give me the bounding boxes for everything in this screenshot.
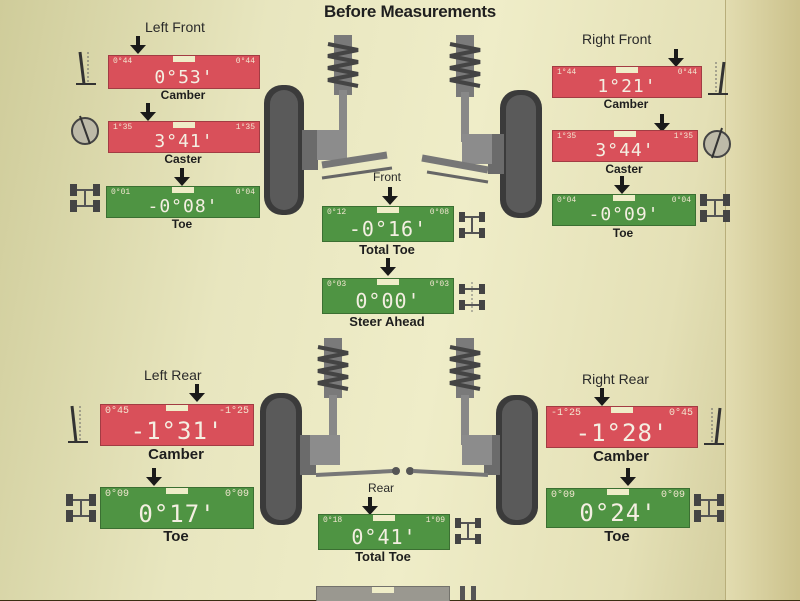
left-front-toe-range-right: 0°04 [235, 188, 255, 197]
rear-total-toe-range-left: 0°18 [323, 516, 343, 525]
left-front-camber-range-right: 0°44 [235, 57, 255, 66]
right-front-camber-range-left: 1°44 [557, 68, 577, 77]
left-front-caster-caption: Caster [164, 152, 202, 166]
left-front-toe-range-left: 0°01 [111, 188, 131, 197]
front-total-toe-gauge: 0°12 0°08 -0°16' [322, 206, 454, 242]
right-front-camber-range-right: 0°44 [677, 68, 697, 77]
right-rear-toe-gauge: 0°09 0°09 0°24' [546, 488, 690, 528]
steer-ahead-icon [459, 282, 485, 312]
right-rear-camber-range-right: 0°45 [668, 408, 693, 419]
right-rear-toe-range-right: 0°09 [660, 490, 685, 501]
rear-total-toe-gauge: 0°18 1°09 0°41' [318, 514, 450, 550]
left-front-camber-gauge: 0°44 0°44 0°53' [108, 55, 260, 89]
left-rear-camber-caption: Camber [148, 446, 204, 463]
right-front-toe-range-right: 0°04 [671, 196, 691, 205]
total-toe-icon [459, 212, 485, 238]
right-rear-toe-value: 0°24' [579, 499, 657, 527]
right-rear-camber-caption: Camber [593, 448, 649, 465]
left-front-toe-value: -0°08' [147, 196, 219, 217]
rear-total-toe-caption: Total Toe [355, 549, 411, 564]
left-front-camber-range-left: 0°44 [113, 57, 133, 66]
cropped-gauge [316, 586, 450, 601]
rear-suspension-icon [260, 338, 538, 525]
right-front-toe-gauge: 0°04 0°04 -0°09' [552, 194, 696, 226]
left-front-caster-range-left: 1°35 [113, 123, 133, 132]
right-front-label: Right Front [582, 31, 652, 47]
left-rear-toe-range-right: 0°09 [224, 489, 249, 500]
left-front-camber-caption: Camber [160, 88, 206, 102]
left-rear-toe-value: 0°17' [138, 500, 216, 528]
toe-icon [694, 494, 724, 522]
left-front-camber-value: 0°53' [154, 67, 214, 88]
left-rear-camber-range-left: 0°45 [105, 406, 130, 417]
camber-icon [76, 51, 96, 85]
front-total-toe-caption: Total Toe [359, 242, 415, 257]
front-label: Front [373, 170, 402, 184]
camber-icon [708, 61, 728, 95]
right-front-camber-value: 1°21' [597, 76, 657, 97]
cropped-icon [460, 586, 476, 600]
left-front-caster-value: 3°41' [154, 131, 214, 152]
left-front-toe-caption: Toe [171, 217, 193, 231]
left-front-caster-gauge: 1°35 1°35 3°41' [108, 121, 260, 153]
page-title: Before Measurements [324, 2, 496, 21]
front-total-toe-range-right: 0°08 [429, 208, 449, 217]
left-rear-label: Left Rear [144, 367, 202, 383]
left-front-toe-gauge: 0°01 0°04 -0°08' [106, 186, 260, 218]
right-rear-camber-range-left: -1°25 [551, 408, 582, 419]
left-rear-camber-value: -1°31' [130, 417, 224, 445]
front-total-toe-range-left: 0°12 [327, 208, 347, 217]
steer-ahead-range-right: 0°03 [429, 280, 449, 289]
right-rear-label: Right Rear [582, 371, 649, 387]
left-front-label: Left Front [145, 19, 205, 35]
left-rear-toe-gauge: 0°09 0°09 0°17' [100, 487, 254, 529]
right-front-caster-gauge: 1°35 1°35 3°44' [552, 130, 698, 162]
right-front-caster-range-left: 1°35 [557, 132, 577, 141]
front-suspension-icon [264, 35, 542, 218]
camber-icon [704, 407, 724, 445]
left-rear-camber-gauge: 0°45 -1°25 -1°31' [100, 404, 254, 446]
right-front-camber-caption: Camber [603, 97, 649, 111]
right-rear-toe-caption: Toe [604, 528, 630, 545]
steer-ahead-gauge: 0°03 0°03 0°00' [322, 278, 454, 314]
right-rear-camber-gauge: -1°25 0°45 -1°28' [546, 406, 698, 448]
left-rear-camber-range-right: -1°25 [218, 406, 249, 417]
right-rear-toe-range-left: 0°09 [551, 490, 576, 501]
camber-icon [68, 405, 88, 443]
caster-icon [703, 127, 731, 159]
right-front-caster-value: 3°44' [595, 140, 655, 161]
steer-ahead-range-left: 0°03 [327, 280, 347, 289]
rear-total-toe-range-right: 1°09 [425, 516, 445, 525]
right-front-caster-range-right: 1°35 [673, 132, 693, 141]
paper-edge [725, 0, 800, 600]
right-front-toe-value: -0°09' [588, 204, 660, 225]
right-front-caster-caption: Caster [605, 162, 643, 176]
caster-icon [71, 115, 99, 145]
steer-ahead-value: 0°00' [355, 289, 421, 313]
right-rear-camber-value: -1°28' [575, 419, 669, 447]
rear-total-toe-value: 0°41' [351, 525, 417, 549]
left-rear-toe-range-left: 0°09 [105, 489, 130, 500]
toe-icon [66, 494, 96, 522]
toe-icon [700, 194, 730, 222]
right-front-toe-caption: Toe [612, 226, 634, 240]
toe-icon [70, 184, 100, 212]
left-front-caster-range-right: 1°35 [235, 123, 255, 132]
front-total-toe-value: -0°16' [348, 217, 428, 241]
left-rear-toe-caption: Toe [163, 528, 189, 545]
total-toe-icon [455, 518, 481, 544]
right-front-camber-gauge: 1°44 0°44 1°21' [552, 66, 702, 98]
steer-ahead-caption: Steer Ahead [349, 314, 425, 329]
rear-label: Rear [368, 481, 395, 495]
right-front-toe-range-left: 0°04 [557, 196, 577, 205]
